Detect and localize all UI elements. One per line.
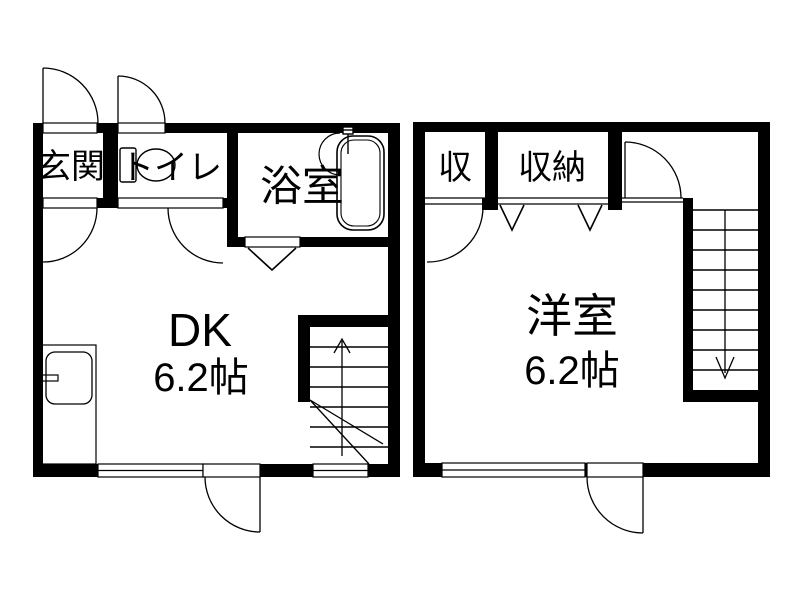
window-icon bbox=[312, 463, 369, 478]
door-opening bbox=[42, 122, 166, 134]
door-swing-icon bbox=[42, 207, 98, 263]
wall bbox=[482, 132, 770, 402]
folding-door-icon bbox=[244, 236, 301, 272]
door-swing-icon bbox=[117, 75, 166, 124]
door-swing-icon bbox=[622, 141, 683, 203]
dk-size-label: 6.2帖 bbox=[153, 356, 249, 400]
room-label: 洋室 bbox=[526, 290, 618, 342]
stairs-down-icon bbox=[693, 209, 758, 380]
entrance-door-swing-icon bbox=[42, 67, 99, 124]
toilet-label: トイレ bbox=[120, 149, 222, 187]
entrance-label: 玄関 bbox=[37, 148, 105, 186]
closet-label: 収納 bbox=[518, 149, 586, 187]
closet-small-label: 収 bbox=[438, 149, 472, 187]
second-floor-plan: 収 収納 洋室 6.2帖 bbox=[413, 122, 770, 534]
closet-front-line bbox=[425, 197, 608, 205]
toilet-icon bbox=[119, 147, 176, 183]
door-swing-icon bbox=[426, 206, 484, 263]
door-swing-icon bbox=[167, 207, 224, 264]
faucet-icon bbox=[341, 126, 356, 154]
first-floor-plan: 玄関 トイレ 浴室 DK 6.2帖 bbox=[33, 67, 400, 533]
folding-door-icon bbox=[499, 204, 603, 232]
room-size-label: 6.2帖 bbox=[524, 349, 620, 393]
door-swing-icon bbox=[202, 463, 261, 533]
door-opening bbox=[42, 197, 224, 209]
wall bbox=[97, 133, 400, 247]
window-icon bbox=[441, 462, 586, 478]
window-icon bbox=[97, 463, 204, 478]
bathroom-label: 浴室 bbox=[260, 163, 344, 210]
door-swing-icon bbox=[586, 462, 644, 534]
bathtub-icon bbox=[318, 132, 385, 231]
stairs-up-icon bbox=[298, 315, 388, 465]
dk-label: DK bbox=[168, 304, 232, 356]
kitchen-sink-icon bbox=[39, 344, 97, 465]
